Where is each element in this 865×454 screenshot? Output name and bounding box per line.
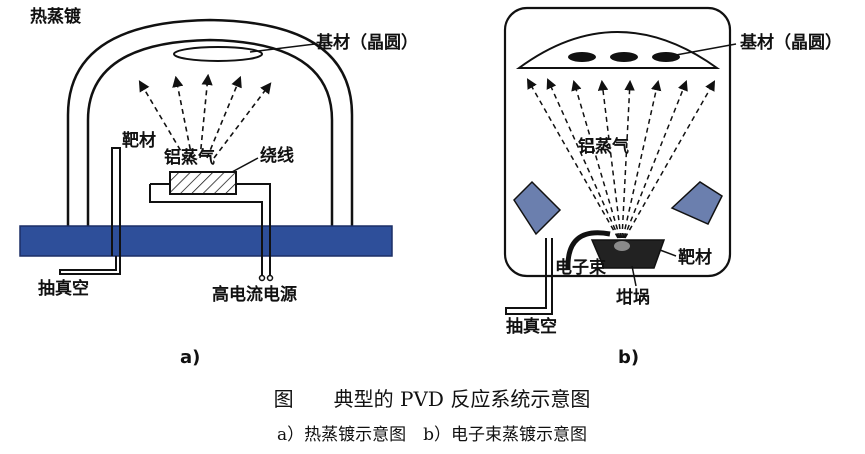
vacuum-pipe-a: [59, 256, 121, 275]
shield-left: [513, 180, 562, 236]
electron-beam: [565, 230, 611, 271]
power-label: 高电流电源: [212, 284, 297, 305]
vapor-arrows-b: [526, 78, 716, 239]
substrate-label-a: 基材（晶圆）: [315, 32, 418, 53]
panel-a-sublabel: a): [180, 347, 200, 368]
figure-caption: 图 典型的 PVD 反应系统示意图: [274, 387, 591, 411]
coil-heater: [169, 171, 237, 195]
vapor-label-a: 铝蒸气: [164, 147, 215, 168]
base-plate: [19, 225, 393, 257]
bell-jar-outer: [66, 18, 354, 228]
vacuum-label-b: 抽真空: [506, 316, 557, 337]
substrate-label-b: 基材（晶圆）: [739, 32, 842, 53]
shield-right: [670, 181, 723, 225]
substrate-dome: [515, 31, 721, 69]
ebeam-label: 电子束: [555, 257, 606, 278]
target-label-a: 靶材: [122, 130, 156, 151]
crucible: [590, 239, 666, 269]
bell-jar-inner: [86, 38, 334, 228]
wafer-substrate: [173, 46, 263, 62]
panel-b-ebeam-evaporation: 基材（晶圆） 铝蒸气 靶材 电子束 坩埚 抽真空 b): [503, 6, 842, 368]
chamber-b: [503, 6, 732, 278]
vacuum-label-a: 抽真空: [38, 278, 89, 299]
figure-subcaption: a）热蒸镀示意图 b）电子束蒸镀示意图: [277, 425, 587, 445]
panel-a-thermal-evaporation: 热蒸镀 基材（晶圆） 靶材 铝蒸气 绕线 抽真空 高电流电源 a): [19, 6, 418, 368]
target-holder: [111, 147, 271, 276]
target-label-b: 靶材: [678, 247, 712, 268]
panel-a-title: 热蒸镀: [30, 6, 82, 27]
vapor-arrows-a: [138, 73, 272, 159]
vapor-label-b: 铝蒸气: [578, 136, 629, 157]
vacuum-pipe-b: [505, 238, 553, 315]
panel-b-sublabel: b): [618, 347, 639, 368]
crucible-label: 坩埚: [616, 287, 650, 308]
coil-label: 绕线: [260, 145, 294, 166]
